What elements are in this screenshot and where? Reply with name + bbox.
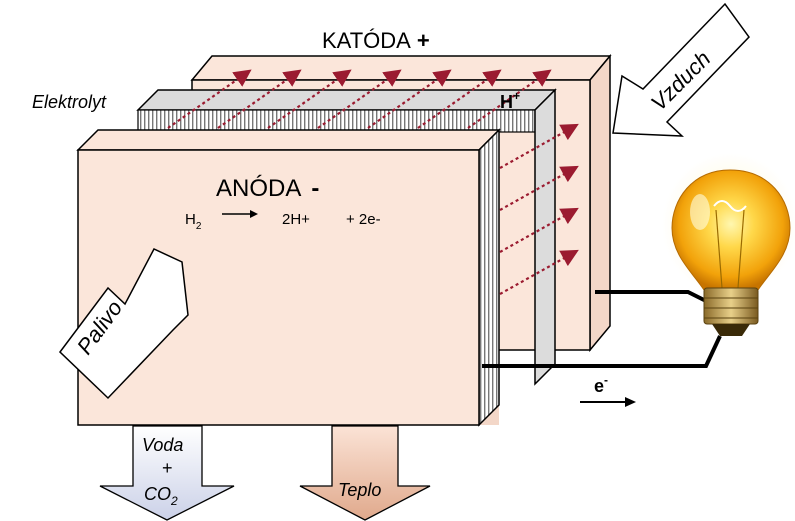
anode-plate <box>76 128 501 427</box>
electron-flow: e- <box>580 373 636 407</box>
water-plus: + <box>162 458 173 478</box>
ion-arrow <box>267 69 352 129</box>
ion-arrow <box>317 69 402 129</box>
light-bulb-icon <box>662 153 795 336</box>
water-outlet-arrow: Voda + CO2 <box>99 425 235 521</box>
ion-arrow <box>499 165 579 211</box>
fuel-inlet-arrow: Palivo <box>59 248 189 400</box>
svg-text:2H+: 2H+ <box>282 211 310 228</box>
ion-arrow <box>499 207 579 253</box>
svg-text:+ 2e-: + 2e- <box>346 211 381 228</box>
air-inlet-arrow: Vzduch <box>612 2 750 137</box>
heat-outlet-arrow: Teplo <box>299 425 431 521</box>
electrolyte-layer <box>136 88 557 386</box>
anode-label: ANÓDA- <box>216 175 319 202</box>
proton-label: H+ <box>500 89 520 112</box>
ion-arrow <box>499 249 579 295</box>
ion-arrows <box>167 69 552 129</box>
electron-label: e- <box>594 373 608 396</box>
ion-arrow <box>367 69 452 129</box>
anode-wire <box>482 335 722 368</box>
svg-text:H2: H2 <box>185 211 202 232</box>
water-label: Voda <box>142 435 183 455</box>
ion-arrow <box>167 69 252 129</box>
ion-arrow <box>499 123 579 169</box>
co2-label: CO2 <box>144 484 178 508</box>
heat-label: Teplo <box>338 480 381 500</box>
reaction-equation: H2 2H+ + 2e- <box>185 210 381 232</box>
ion-arrows-side <box>499 123 579 295</box>
ion-arrow <box>467 69 552 129</box>
electrolyte-label: Elektrolyt <box>32 92 107 112</box>
cathode-label: KATÓDA+ <box>322 28 430 53</box>
ion-arrow <box>217 69 302 129</box>
cathode-wire <box>595 290 713 306</box>
ion-arrow <box>417 69 502 129</box>
